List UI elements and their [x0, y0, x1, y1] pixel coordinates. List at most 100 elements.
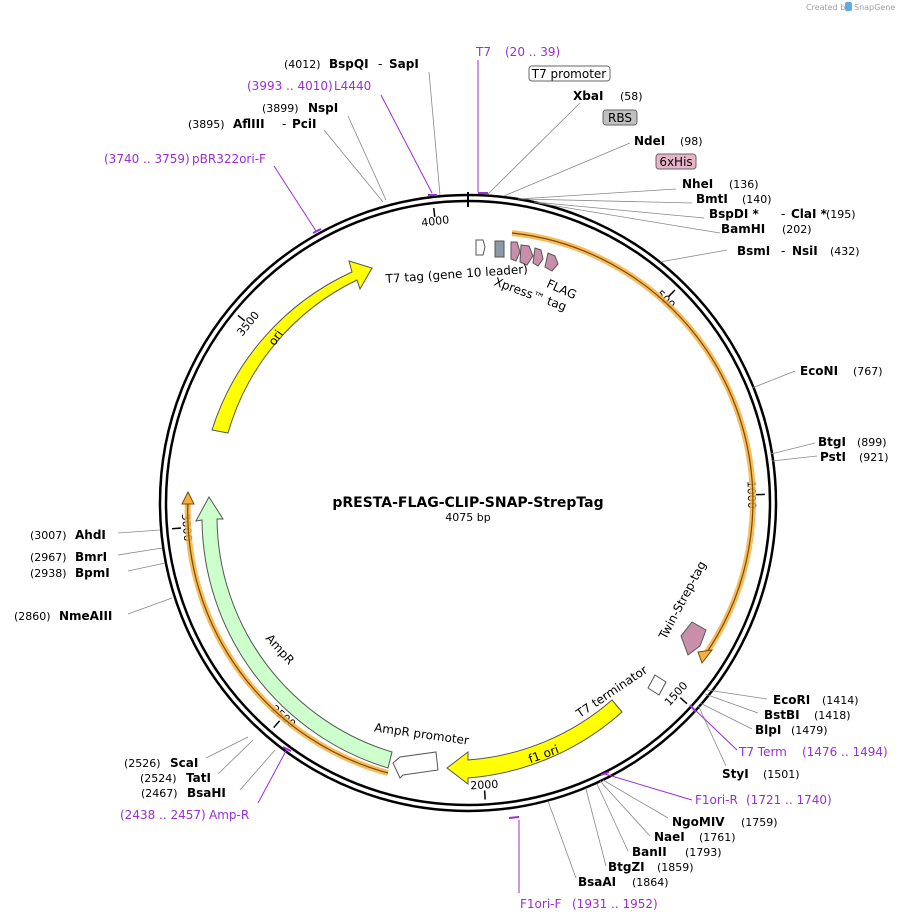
tag-arrow-3: [532, 247, 544, 267]
svg-text:(1759): (1759): [741, 816, 778, 829]
xpress-tag-arrow: [519, 244, 534, 266]
enzyme-ngomiv: NgoMIV: [672, 815, 725, 829]
tick-mark: [668, 289, 676, 297]
primer-t7: T7: [475, 45, 491, 59]
f1-ori-feature-arrow: [446, 699, 623, 786]
enzyme-ndei: NdeI: [634, 134, 665, 148]
enzyme-blpi: BlpI: [755, 723, 781, 737]
enzyme-econi: EcoNI: [800, 364, 838, 378]
enzyme-bspqi: BspQI: [329, 57, 369, 71]
tick-label: 2000: [470, 778, 499, 793]
primer-l4440: L4440: [334, 79, 371, 93]
svg-text:(140): (140): [742, 193, 772, 206]
orf-arc-top-arrowhead: [697, 649, 714, 665]
leader-lines: [117, 71, 818, 879]
boxed-label-t7-promoter: T7 promoter: [528, 65, 611, 82]
svg-text:RBS: RBS: [608, 111, 632, 125]
tick-label: 4000: [421, 213, 450, 229]
svg-text:(195): (195): [826, 208, 856, 221]
svg-text:(1479): (1479): [791, 724, 828, 737]
primer-amp-r: Amp-R: [209, 808, 249, 822]
boxed-label-6xhis: 6xHis: [655, 153, 697, 170]
svg-text:(767): (767): [853, 365, 883, 378]
svg-text:(1931 .. 1952): (1931 .. 1952): [572, 897, 658, 911]
snapgene-logo-icon: [845, 2, 852, 11]
enzyme-naei: NaeI: [654, 830, 685, 844]
enzyme-psti: PstI: [820, 450, 846, 464]
flag-tag-arrow: [544, 252, 559, 272]
enzyme-scai: ScaI: [170, 756, 198, 770]
enzyme-afliii: AflIII: [233, 117, 265, 131]
enzyme-bspdi: BspDI *: [709, 207, 759, 221]
plasmid-length: 4075 bp: [445, 511, 490, 524]
svg-text:(899): (899): [857, 436, 887, 449]
svg-text:(136): (136): [729, 178, 759, 191]
enzyme-nsii: NsiI: [792, 244, 818, 258]
enzyme-ahdi: AhdI: [75, 528, 106, 542]
enzyme-nmeaiii: NmeAIII: [59, 609, 112, 623]
svg-text:(1721 .. 1740): (1721 .. 1740): [746, 793, 832, 807]
svg-text:(2938): (2938): [30, 567, 67, 580]
svg-text:(2438 .. 2457): (2438 .. 2457): [120, 808, 206, 822]
svg-text:(1793): (1793): [685, 846, 722, 859]
snapgene-credit: Created by SnapGene: [806, 2, 895, 12]
enzyme-nspi: NspI: [308, 101, 338, 115]
svg-text:(2526): (2526): [124, 757, 161, 770]
svg-text:(1501): (1501): [763, 768, 800, 781]
orf-arc-top-line: [511, 232, 754, 656]
svg-text:(3993 .. 4010): (3993 .. 4010): [247, 79, 333, 93]
svg-text:(4012): (4012): [284, 58, 321, 71]
svg-text:(3740 .. 3759): (3740 .. 3759): [104, 152, 190, 166]
enzyme-xbai: XbaI: [573, 89, 603, 103]
svg-text:(98): (98): [680, 135, 703, 148]
tick-mark: [432, 207, 436, 218]
svg-text:-: -: [378, 57, 382, 71]
enzyme-btgzi: BtgZI: [608, 860, 645, 874]
enzyme-bsmi: BsmI: [737, 244, 770, 258]
svg-text:(2467): (2467): [141, 787, 178, 800]
tick-label: 3500: [234, 309, 262, 339]
feature-label-ampr: AmpR: [263, 631, 297, 667]
svg-text:(921): (921): [859, 451, 889, 464]
tick-label: 1500: [662, 679, 691, 708]
enzyme-bamhi: BamHI: [721, 222, 765, 236]
enzyme-bsahi: BsaHI: [187, 786, 226, 800]
credit-brand: SnapGene: [854, 3, 895, 12]
svg-text:-: -: [781, 207, 785, 221]
primer-pbr322ori-f: pBR322ori-F: [192, 152, 266, 166]
enzyme-bpmi: BpmI: [75, 566, 110, 580]
svg-text:(1864): (1864): [632, 876, 669, 889]
boxed-label-rbs: RBS: [602, 109, 638, 126]
svg-text:(432): (432): [830, 245, 860, 258]
enzyme-banii: BanII: [632, 845, 667, 859]
svg-text:(202): (202): [782, 223, 812, 236]
tick-mark: [172, 527, 182, 530]
primer-f1ori-r: F1ori-R: [695, 793, 738, 807]
credit-text: Created by: [806, 3, 850, 12]
svg-text:(1476 .. 1494): (1476 .. 1494): [802, 745, 888, 759]
svg-text:6xHis: 6xHis: [659, 155, 692, 169]
tick-mark: [483, 790, 486, 800]
ampr-feature-arrow: [195, 496, 393, 769]
orf-arc-bottom-arrowhead: [181, 490, 195, 505]
primer-labels: T7 (20 .. 39) (3993 .. 4010) L4440 (3740…: [104, 45, 888, 911]
svg-text:(58): (58): [620, 90, 643, 103]
t7-promoter-arrow: [475, 239, 486, 256]
svg-text:(3899): (3899): [262, 102, 299, 115]
enzyme-labels: (4012) BspQI - SapI (3899) NspI (3895) A…: [14, 57, 889, 889]
his-tag-arrow: [510, 241, 521, 262]
svg-text:(3895): (3895): [188, 118, 225, 131]
tick-mark: [273, 720, 281, 729]
svg-text:(2860): (2860): [14, 610, 51, 623]
svg-text:(1414): (1414): [822, 694, 859, 707]
twin-strep-tag-arrow: [680, 621, 707, 656]
svg-text:T7 promoter: T7 promoter: [531, 67, 607, 81]
svg-text:(20 .. 39): (20 .. 39): [505, 45, 560, 59]
t7-tag-box: [494, 240, 505, 258]
svg-text:(3007): (3007): [30, 529, 67, 542]
svg-text:(2524): (2524): [140, 772, 177, 785]
feature-label-f1-ori: f1 ori: [527, 742, 561, 766]
primer-t7-term: T7 Term: [738, 745, 787, 759]
enzyme-bmri: BmrI: [75, 550, 107, 564]
primer-f1ori-f: F1ori-F: [520, 897, 561, 911]
